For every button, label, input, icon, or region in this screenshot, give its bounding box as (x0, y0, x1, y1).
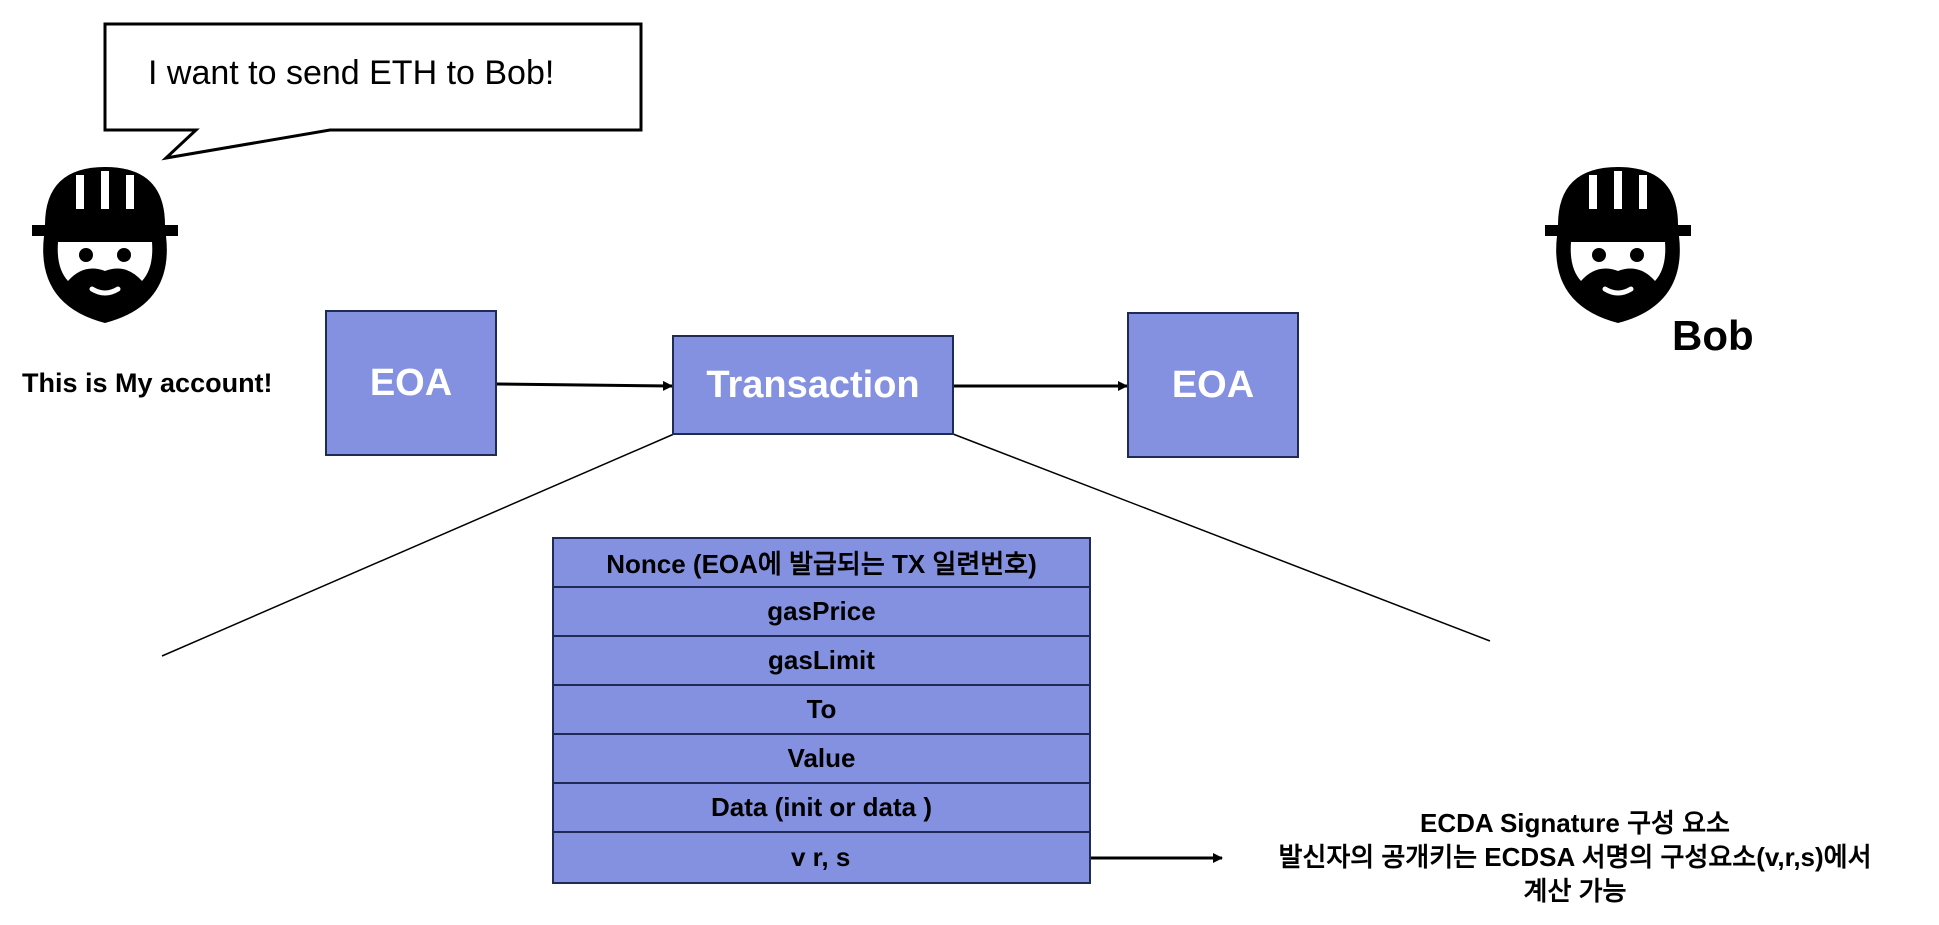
worker-helmet-icon (32, 167, 178, 323)
worker-helmet-icon (1545, 167, 1691, 323)
transaction-fields-table: Nonce (EOA에 발급되는 TX 일련번호) gasPrice gasLi… (552, 537, 1091, 884)
tx-field-gaslimit: gasLimit (554, 637, 1089, 686)
signature-note-line2: 발신자의 공개키는 ECDSA 서명의 구성요소(v,r,s)에서 (1278, 842, 1872, 872)
zoom-line-right (952, 433, 1491, 642)
receiver-eoa-box: EOA (1127, 312, 1299, 458)
tx-field-signature: v r, s (554, 833, 1089, 882)
speech-bubble-text: I want to send ETH to Bob! (148, 54, 555, 92)
signature-note-line3: 계산 가능 (1523, 876, 1627, 906)
signature-note: ECDA Signature 구성 요소 발신자의 공개키는 ECDSA 서명의… (1215, 806, 1935, 908)
tx-field-nonce: Nonce (EOA에 발급되는 TX 일련번호) (554, 539, 1089, 588)
zoom-line-left (161, 433, 675, 657)
sender-eoa-box: EOA (325, 310, 497, 456)
sender-label: This is My account! (22, 368, 273, 398)
tx-field-to: To (554, 686, 1089, 735)
receiver-label: Bob (1672, 312, 1754, 359)
signature-note-line1: ECDA Signature 구성 요소 (1420, 808, 1730, 838)
arrow-eoa-to-transaction (495, 380, 673, 391)
tx-field-value: Value (554, 735, 1089, 784)
tx-field-gasprice: gasPrice (554, 588, 1089, 637)
speech-bubble-shape (103, 22, 643, 161)
transaction-box: Transaction (672, 335, 954, 435)
tx-field-data: Data (init or data ) (554, 784, 1089, 833)
